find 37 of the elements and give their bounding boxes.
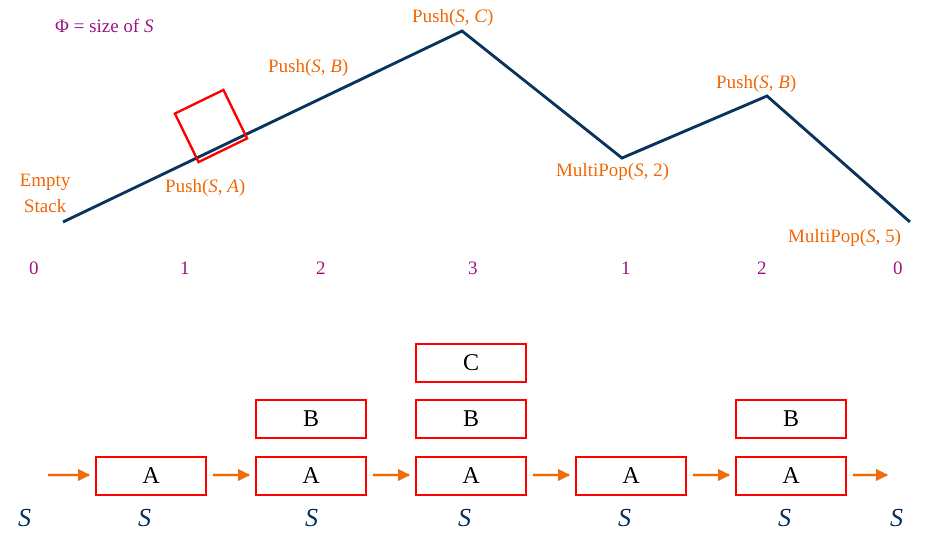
start-label: Empty Stack	[18, 169, 72, 219]
stack-item-box: B	[255, 399, 367, 439]
stack-name-label: S	[618, 507, 631, 529]
stack-item-box: C	[415, 343, 527, 383]
stack-item-box: A	[95, 456, 207, 496]
formula-label: Φ = size of S	[55, 16, 154, 38]
stack-item-box: B	[415, 399, 527, 439]
operation-label: MultiPop(S, 2)	[556, 160, 669, 182]
operation-label: Push(S, C)	[412, 6, 494, 28]
operation-label: Push(S, A)	[165, 176, 246, 198]
stack-name-label: S	[18, 507, 31, 529]
arrow	[213, 468, 250, 482]
arrow	[853, 468, 888, 482]
stack-item-box: A	[255, 456, 367, 496]
arrow	[373, 468, 410, 482]
stack-item-box: A	[735, 456, 847, 496]
stack-item-box: B	[735, 399, 847, 439]
potential-value: 2	[757, 258, 766, 280]
operation-label: MultiPop(S, 5)	[788, 226, 901, 248]
potential-value: 3	[468, 258, 478, 280]
arrow	[693, 468, 730, 482]
arrow	[533, 468, 570, 482]
arrow	[48, 468, 90, 482]
stack-name-label: S	[890, 507, 903, 529]
potential-value: 0	[893, 258, 902, 280]
stack-name-label: S	[138, 507, 151, 529]
operation-label: Push(S, B)	[268, 56, 348, 78]
operation-label: Push(S, B)	[716, 72, 796, 94]
stack-name-label: S	[458, 507, 471, 529]
potential-value: 0	[29, 258, 38, 280]
stack-item-box: A	[575, 456, 687, 496]
stack-name-label: S	[305, 507, 318, 529]
stack-item-box: A	[415, 456, 527, 496]
stack-name-label: S	[778, 507, 791, 529]
potential-value: 2	[316, 258, 326, 280]
potential-value: 1	[621, 258, 630, 280]
potential-value: 1	[180, 258, 190, 280]
